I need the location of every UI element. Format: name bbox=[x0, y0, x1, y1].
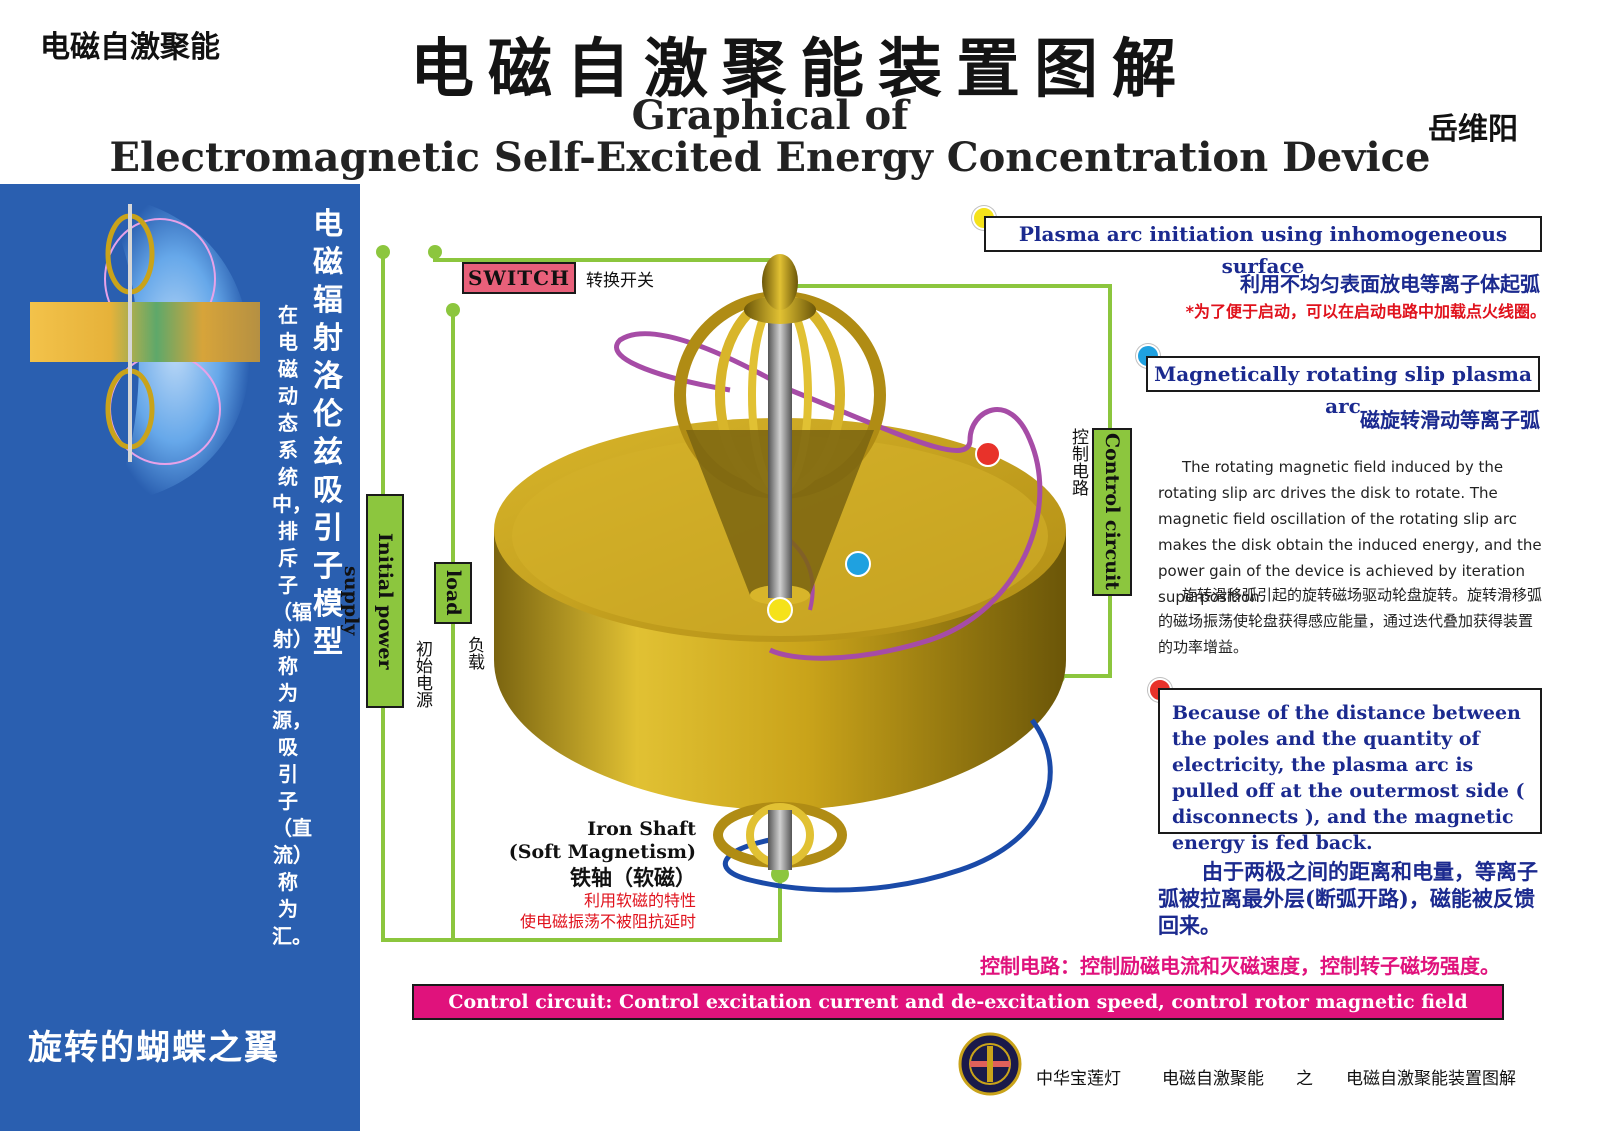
switch-label: SWITCH bbox=[462, 262, 576, 294]
load-box: load bbox=[434, 562, 472, 624]
panel-vertical-subtitle: 在电磁动态系统中，排斥子（辐射）称为源，吸引子（直流）称为汇。 bbox=[272, 303, 312, 948]
upper-electrode-cage bbox=[674, 254, 886, 605]
control-circuit-label: Control circuit bbox=[1101, 433, 1123, 591]
footer-item-3: 之 bbox=[1296, 1069, 1313, 1089]
title-en-line2: Electromagnetic Self-Excited Energy Conc… bbox=[109, 134, 1431, 181]
title-en-line1: Graphical of bbox=[631, 92, 909, 139]
plasma1-cn: 利用不均匀表面放电等离子体起弧 bbox=[1240, 272, 1540, 296]
dot-blue bbox=[845, 551, 871, 577]
load-cn: 负载 bbox=[464, 636, 484, 670]
top-tag: 电磁自激聚能 bbox=[40, 30, 220, 65]
control-circuit-box: Control circuit bbox=[1092, 428, 1132, 596]
initial-power-label: Initial power supply bbox=[340, 532, 396, 670]
iron-shaft-note: 利用软磁的特性 使电磁振荡不被阻抗延时 bbox=[480, 890, 696, 932]
dot-red bbox=[975, 441, 1001, 467]
plasma2-cn: 磁旋转滑动等离子弧 bbox=[1360, 408, 1540, 432]
title-cn: 电磁自激聚能装置图解 bbox=[410, 32, 1190, 107]
switch-cn: 转换开关 bbox=[586, 271, 654, 291]
iron-shaft-line2: (Soft Magnetism) bbox=[508, 841, 696, 863]
description-cn: 旋转滑移弧引起的旋转磁场驱动轮盘旋转。旋转滑移弧的磁场振荡使轮盘获得感应能量，通… bbox=[1158, 586, 1543, 656]
iron-shaft-cn: 铁轴（软磁） bbox=[570, 865, 696, 890]
iron-shaft-label: Iron Shaft (Soft Magnetism) bbox=[500, 818, 696, 864]
lorenz-attractor-illustrations bbox=[30, 194, 260, 504]
return-arc-blue bbox=[723, 718, 1053, 893]
footer-item-1: 中华宝莲灯 bbox=[1036, 1069, 1121, 1089]
device-diagram bbox=[376, 245, 1112, 942]
control-note-cn: 控制电路：控制励磁电流和灭磁速度，控制转子磁场强度。 bbox=[980, 954, 1500, 978]
plasma1-note: *为了便于启动，可以在启动电路中加载点火线圈。 bbox=[1185, 302, 1546, 321]
plasma2-box: Magnetically rotating slip plasma arc bbox=[1146, 356, 1540, 418]
slip-arc-purple bbox=[614, 331, 1043, 661]
iron-note-line1: 利用软磁的特性 bbox=[583, 891, 696, 910]
panel-vertical-title: 电磁辐射洛伦兹吸引子模型 bbox=[313, 207, 343, 660]
description-en: The rotating magnetic field induced by t… bbox=[1158, 458, 1542, 606]
author: 岳维阳 bbox=[1428, 112, 1518, 147]
iron-shaft-line1: Iron Shaft bbox=[587, 818, 696, 840]
lower-electrode-cage bbox=[713, 802, 847, 870]
control-circuit-cn: 控制电路 bbox=[1068, 428, 1088, 496]
load-label: load bbox=[442, 570, 464, 616]
dot-yellow bbox=[767, 597, 793, 623]
plasma1-box: Plasma arc initiation using inhomogeneou… bbox=[984, 216, 1542, 278]
because-box: Because of the distance between the pole… bbox=[1158, 688, 1542, 854]
footer-item-4: 电磁自激聚能装置图解 bbox=[1346, 1069, 1516, 1089]
footer-item-2: 电磁自激聚能 bbox=[1162, 1069, 1264, 1089]
control-note-en: Control circuit: Control excitation curr… bbox=[412, 984, 1504, 1045]
because-cn: 由于两极之间的距离和电量，等离子弧被拉离最外层(断弧开路)，磁能被反馈回来。 bbox=[1158, 859, 1538, 938]
iron-note-line2: 使电磁振荡不被阻抗延时 bbox=[519, 912, 696, 931]
panel-caption: 旋转的蝴蝶之翼 bbox=[28, 1028, 280, 1068]
illustration-field-beam bbox=[30, 194, 260, 504]
left-panel: G 电磁辐射洛伦兹吸引子模型 在电磁动态系统中，排斥子（辐射）称为源，吸引子（直… bbox=[0, 184, 360, 1131]
initial-power-cn: 初始电源 bbox=[412, 640, 432, 708]
logo-emblem bbox=[958, 1032, 1022, 1096]
initial-power-box: Initial power supply bbox=[340, 494, 404, 708]
